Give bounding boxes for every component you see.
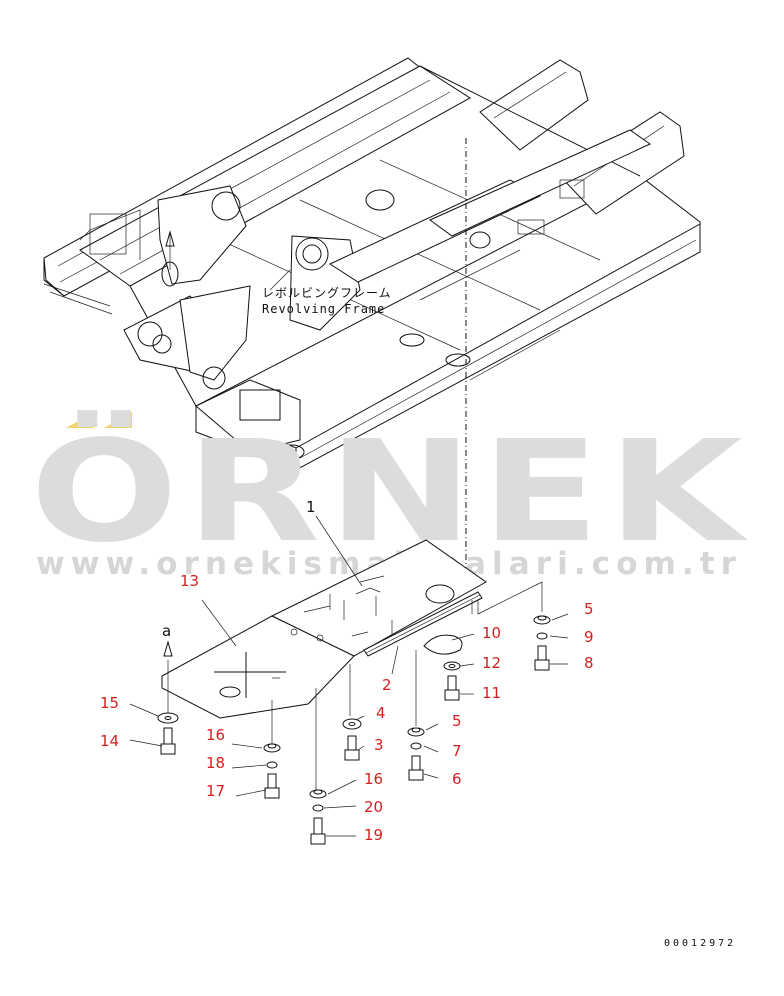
callout-2: 2 xyxy=(382,676,392,694)
callout-17: 17 xyxy=(206,782,225,800)
arrow-a-label: a xyxy=(162,622,171,640)
callout-3: 3 xyxy=(374,736,384,754)
callout-4: 4 xyxy=(376,704,386,722)
revolving-frame-drawing xyxy=(43,57,701,471)
watermark-brand: ÖRNEK xyxy=(30,409,750,574)
frame-label-leader xyxy=(269,269,291,291)
callout-15: 15 xyxy=(100,694,119,712)
bolt-3 xyxy=(344,735,360,761)
callout-5-lower: 5 xyxy=(452,712,462,730)
bolt-8 xyxy=(534,645,550,671)
washer-5a xyxy=(533,615,551,625)
washer-7 xyxy=(410,742,422,750)
callout-8: 8 xyxy=(584,654,594,672)
callout-9: 9 xyxy=(584,628,594,646)
arrow-a-head xyxy=(163,640,173,657)
callout-numbers: 1 2 3 4 5 5 6 7 8 9 10 11 12 13 14 15 16… xyxy=(100,498,594,844)
callout-leaders xyxy=(129,515,569,837)
cover-plate-13 xyxy=(161,615,355,719)
callout-6: 6 xyxy=(452,770,462,788)
callout-19: 19 xyxy=(364,826,383,844)
callout-11: 11 xyxy=(482,684,501,702)
washer-5b xyxy=(407,727,425,737)
washer-20 xyxy=(312,804,324,812)
washer-16a xyxy=(263,743,281,753)
watermark-accent-left xyxy=(66,412,94,428)
callout-14: 14 xyxy=(100,732,119,750)
callout-20: 20 xyxy=(364,798,383,816)
watermark: ÖRNEK www.ornekismakinalari.com.tr xyxy=(30,409,750,582)
washer-12 xyxy=(443,661,461,671)
washer-16b xyxy=(309,789,327,799)
frame-label-english: Revolving Frame xyxy=(262,302,385,316)
callout-18: 18 xyxy=(206,754,225,772)
bolt-17 xyxy=(264,773,280,799)
callout-13: 13 xyxy=(180,572,199,590)
washer-9 xyxy=(536,632,548,640)
frame-label-japanese: レボルビングフレーム xyxy=(262,286,392,300)
drawing-number: 00012972 xyxy=(664,938,736,949)
callout-1: 1 xyxy=(306,498,316,516)
callout-7: 7 xyxy=(452,742,462,760)
callout-12: 12 xyxy=(482,654,501,672)
callout-16-left: 16 xyxy=(206,726,225,744)
cover-part-2 xyxy=(363,591,483,657)
washer-15 xyxy=(157,712,179,724)
callout-10: 10 xyxy=(482,624,501,642)
bolt-14 xyxy=(160,727,176,755)
bolt-19 xyxy=(310,817,326,845)
callout-5-upper: 5 xyxy=(584,600,594,618)
washer-4 xyxy=(342,718,362,730)
bolt-11 xyxy=(444,675,460,701)
bolt-6 xyxy=(408,755,424,781)
cover-part-10 xyxy=(423,634,463,655)
watermark-accent-right xyxy=(104,412,132,428)
callout-16-right: 16 xyxy=(364,770,383,788)
washer-18 xyxy=(266,761,278,769)
